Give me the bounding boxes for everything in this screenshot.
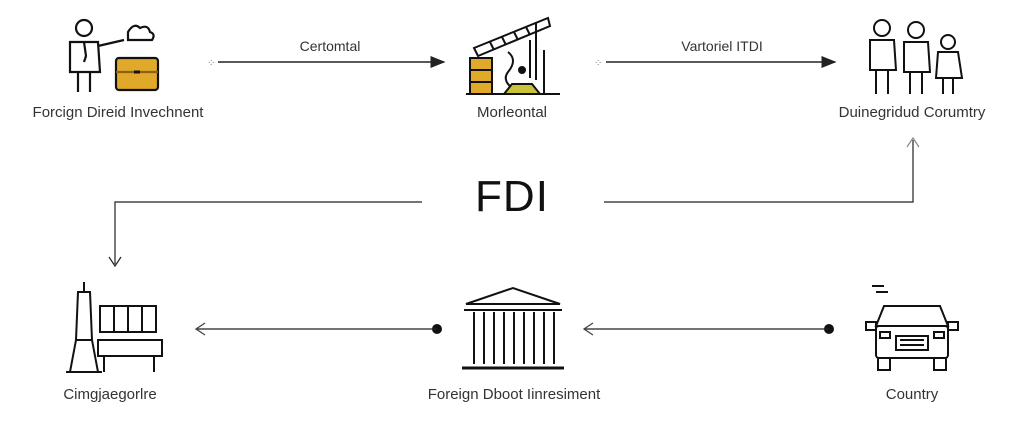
svg-text:⁘: ⁘ xyxy=(594,58,602,69)
edge-center-to-top-right xyxy=(604,136,920,203)
edge-top-second: ⁘ xyxy=(594,56,837,69)
businessman-with-briefcase-icon xyxy=(68,18,160,92)
node-label-bottom-right: Country xyxy=(885,386,939,403)
node-label-top-middle: Morleontal xyxy=(476,104,548,121)
node-label-bottom-left: Cimgjaegorlre xyxy=(63,386,157,403)
svg-text:⁘: ⁘ xyxy=(207,58,215,69)
edge-label-top-first: Certomtal xyxy=(299,38,361,54)
family-group-icon xyxy=(869,19,964,94)
node-label-bottom-middle: Foreign Dboot Iinresiment xyxy=(427,386,601,403)
car-front-icon xyxy=(865,285,959,371)
construction-crane-barrels-icon xyxy=(466,16,560,95)
tower-and-bridge-icon xyxy=(66,282,163,373)
edge-center-to-bottom-left xyxy=(108,201,422,268)
node-label-top-left: Forcign Direid Invechnent xyxy=(32,104,204,121)
bank-building-icon xyxy=(462,286,564,370)
center-title: FDI xyxy=(475,172,549,221)
edge-label-top-second: Vartoriel ITDI xyxy=(681,38,763,54)
node-label-top-right: Duinegridud Corumtry xyxy=(838,104,986,121)
edge-bottom-second xyxy=(582,322,834,336)
edge-bottom-first xyxy=(194,322,442,336)
edge-top-first: ⁘ xyxy=(207,56,446,69)
